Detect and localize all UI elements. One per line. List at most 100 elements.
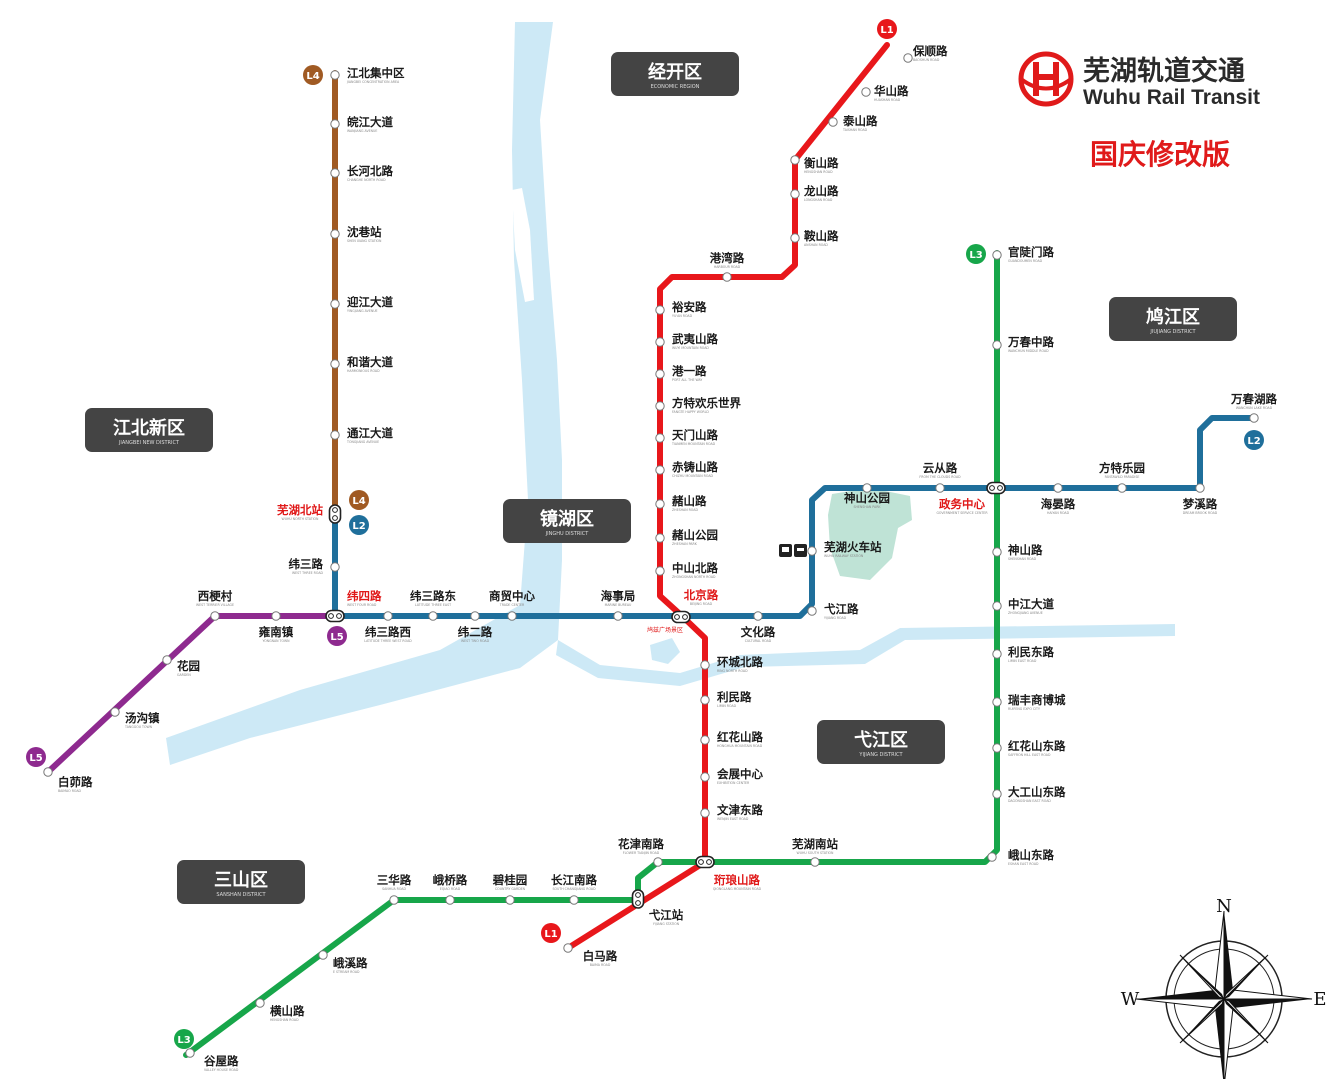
station-marker-huizhanzhongxin[interactable] [700, 772, 710, 782]
station-label-wanchunzhonglu: 万春中路 [1007, 335, 1054, 349]
station-marker-honghuashandonglu[interactable] [992, 743, 1002, 753]
station-marker-weisanluxi[interactable] [383, 611, 393, 621]
station-marker-wenhualu[interactable] [753, 611, 763, 621]
station-sublabel-fangteleyuan: FANTAWILD PARADISE [1105, 475, 1140, 479]
station-marker-huashanlu[interactable] [861, 87, 871, 97]
station-marker-ruifeng[interactable] [992, 697, 1002, 707]
interchange-marker-beijinglu[interactable] [671, 610, 691, 624]
station-label-yuncongly: 云从路 [923, 461, 958, 475]
badge-l2-west: L2 [349, 515, 369, 535]
station-marker-baoshunlu[interactable] [903, 53, 913, 63]
interchange-marker-yijiangzhan[interactable] [631, 889, 645, 909]
station-marker-eshandonglu[interactable] [987, 852, 997, 862]
station-marker-huanchengbeilu[interactable] [700, 660, 710, 670]
station-marker-yuanlu[interactable] [655, 305, 665, 315]
station-marker-limindonglu[interactable] [992, 649, 1002, 659]
interchange-marker-qionglangshanlu[interactable] [695, 855, 715, 869]
station-marker-tianmenshanlu[interactable] [655, 433, 665, 443]
station-marker-wanjiangdadao[interactable] [330, 119, 340, 129]
station-marker-wanchunhulu[interactable] [1249, 413, 1259, 423]
station-marker-haiyanlu[interactable] [1053, 483, 1063, 493]
station-marker-zhongjiangdadao[interactable] [992, 601, 1002, 611]
station-marker-yijianglu[interactable] [807, 606, 817, 616]
station-marker-hexiedadao[interactable] [330, 359, 340, 369]
station-marker-weisanludong[interactable] [428, 611, 438, 621]
station-marker-huajinnanlu[interactable] [653, 857, 663, 867]
station-marker-honghuashanlu[interactable] [700, 735, 710, 745]
station-marker-huayuan[interactable] [162, 655, 172, 665]
station-marker-fangteleyuan[interactable] [1117, 483, 1127, 493]
station-marker-longshanlu[interactable] [790, 189, 800, 199]
station-marker-taishanlu[interactable] [828, 117, 838, 127]
station-marker-chizhushanlu[interactable] [655, 465, 665, 475]
station-sublabel-guanlingmenlu: GUANDOUMEN ROAD [1008, 259, 1043, 263]
station-sublabel-shangmaozhongxin: TRADE CENTER [499, 603, 525, 607]
station-marker-zheshangongyuan[interactable] [655, 533, 665, 543]
station-label-changjiangnanlu: 长江南路 [551, 873, 597, 887]
station-marker-gangwanlu[interactable] [722, 272, 732, 282]
badge-l3-north: L3 [966, 244, 986, 264]
station-marker-baibolu[interactable] [43, 767, 53, 777]
station-marker-anshanlu[interactable] [790, 233, 800, 243]
station-marker-wuhunanzhan[interactable] [810, 857, 820, 867]
station-label-huizhanzhongxin: 会展中心 [716, 767, 763, 781]
interchange-marker-wuhubeizhan[interactable] [328, 504, 342, 524]
station-label-shenshanlu: 神山路 [1008, 543, 1043, 557]
station-marker-wuhuhuochezhan[interactable] [807, 546, 817, 556]
interchange-marker-weisilu[interactable] [325, 609, 345, 623]
station-marker-shangmaozhongxin[interactable] [507, 611, 517, 621]
station-sublabel-yingjiangdadao: YINGJIANG AVENUE [347, 309, 378, 313]
station-sublabel-hengshanlu2: HENGSHAN ROAD [270, 1018, 299, 1022]
station-label-wuhunanzhan: 芜湖南站 [792, 837, 838, 851]
station-marker-yongnanzhen[interactable] [271, 611, 281, 621]
station-marker-exilu[interactable] [318, 950, 328, 960]
station-marker-shenxiangzhan[interactable] [330, 229, 340, 239]
station-sublabel-wenjindonglu: WENJIN EAST ROAD [717, 817, 749, 821]
station-marker-liminlu[interactable] [700, 695, 710, 705]
station-marker-sanhualu[interactable] [389, 895, 399, 905]
station-marker-shenshangongyuan[interactable] [862, 483, 872, 493]
station-marker-changjiangnanlu[interactable] [569, 895, 579, 905]
station-sublabel-gangyilu: PORT ALL THE WAY [672, 378, 702, 382]
station-label-eqiaolu: 峨桥路 [433, 873, 468, 887]
station-marker-guwulu[interactable] [185, 1048, 195, 1058]
station-marker-jiangbeijizhongqu[interactable] [330, 70, 340, 80]
station-label-fangteleyuan: 方特乐园 [1099, 461, 1145, 475]
station-marker-wanchunzhonglu[interactable] [992, 340, 1002, 350]
station-label-zhongjiangdadao: 中江大道 [1008, 597, 1054, 611]
compass-east-label: E [1313, 989, 1326, 1010]
station-sublabel-dagongshandonglu: DAGONGSHAN EAST ROAD [1008, 799, 1051, 803]
station-marker-shenshanlu[interactable] [992, 547, 1002, 557]
station-marker-changhebeilu[interactable] [330, 168, 340, 178]
interchange-marker-zhengwuzhongxin[interactable] [986, 481, 1006, 495]
station-marker-weisanlu[interactable] [330, 562, 340, 572]
station-sublabel-wuhunanzhan: WUHU SOUTH STATION [797, 851, 835, 855]
station-sublabel-longshanlu: LONGSHAN ROAD [804, 198, 833, 202]
station-label-wanchunhulu: 万春湖路 [1230, 392, 1277, 406]
station-marker-eqiaolu[interactable] [445, 895, 455, 905]
station-marker-guanlingmenlu[interactable] [992, 250, 1002, 260]
station-marker-mengxilu[interactable] [1195, 483, 1205, 493]
station-marker-hengshanlu2[interactable] [255, 998, 265, 1008]
station-label-hengshanlu2: 横山路 [270, 1004, 305, 1018]
rivers [166, 22, 1175, 781]
station-label-changhebeilu: 长河北路 [347, 164, 393, 178]
station-label-eshandonglu: 峨山东路 [1008, 848, 1054, 862]
station-marker-yuncongly[interactable] [935, 483, 945, 493]
station-marker-zhongshanbeilu[interactable] [655, 566, 665, 576]
station-marker-wenjindonglu[interactable] [700, 808, 710, 818]
station-marker-fangte[interactable] [655, 401, 665, 411]
station-marker-tongjiangdadao[interactable] [330, 430, 340, 440]
station-marker-tanggouzhen[interactable] [110, 707, 120, 717]
station-marker-yingjiangdadao[interactable] [330, 299, 340, 309]
station-marker-baimalu[interactable] [563, 943, 573, 953]
station-marker-hengshanlu[interactable] [790, 155, 800, 165]
station-marker-wuyishanlu[interactable] [655, 337, 665, 347]
station-marker-gangyilu[interactable] [655, 369, 665, 379]
station-marker-xigengcun[interactable] [210, 611, 220, 621]
station-marker-dagongshandonglu[interactable] [992, 789, 1002, 799]
station-marker-weierlu[interactable] [470, 611, 480, 621]
station-marker-biguiyuan[interactable] [505, 895, 515, 905]
station-marker-haishiju[interactable] [613, 611, 623, 621]
station-marker-zheshanlu[interactable] [655, 499, 665, 509]
